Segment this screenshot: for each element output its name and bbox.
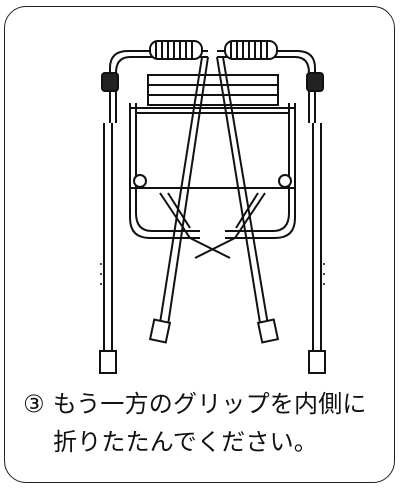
step-number: ③	[23, 390, 45, 418]
folded-rod-left	[159, 56, 203, 324]
right-handle-rail	[217, 50, 316, 123]
left-grip	[149, 40, 203, 60]
back-panel	[147, 74, 279, 106]
right-grip	[224, 40, 278, 60]
folded-rod-right	[216, 56, 261, 324]
instruction-line-1-text: もう一方のグリップを内側に	[52, 390, 367, 418]
left-handle-rail	[109, 50, 208, 123]
right-outer-leg	[312, 123, 322, 363]
right-foot	[308, 350, 326, 374]
walker-illustration	[99, 40, 326, 374]
left-foot	[99, 350, 117, 374]
right-rod-foot	[256, 318, 280, 344]
instruction-line-2: 折りたたんでください。	[53, 428, 318, 456]
left-rod-foot	[148, 318, 172, 344]
left-outer-leg	[103, 123, 113, 363]
